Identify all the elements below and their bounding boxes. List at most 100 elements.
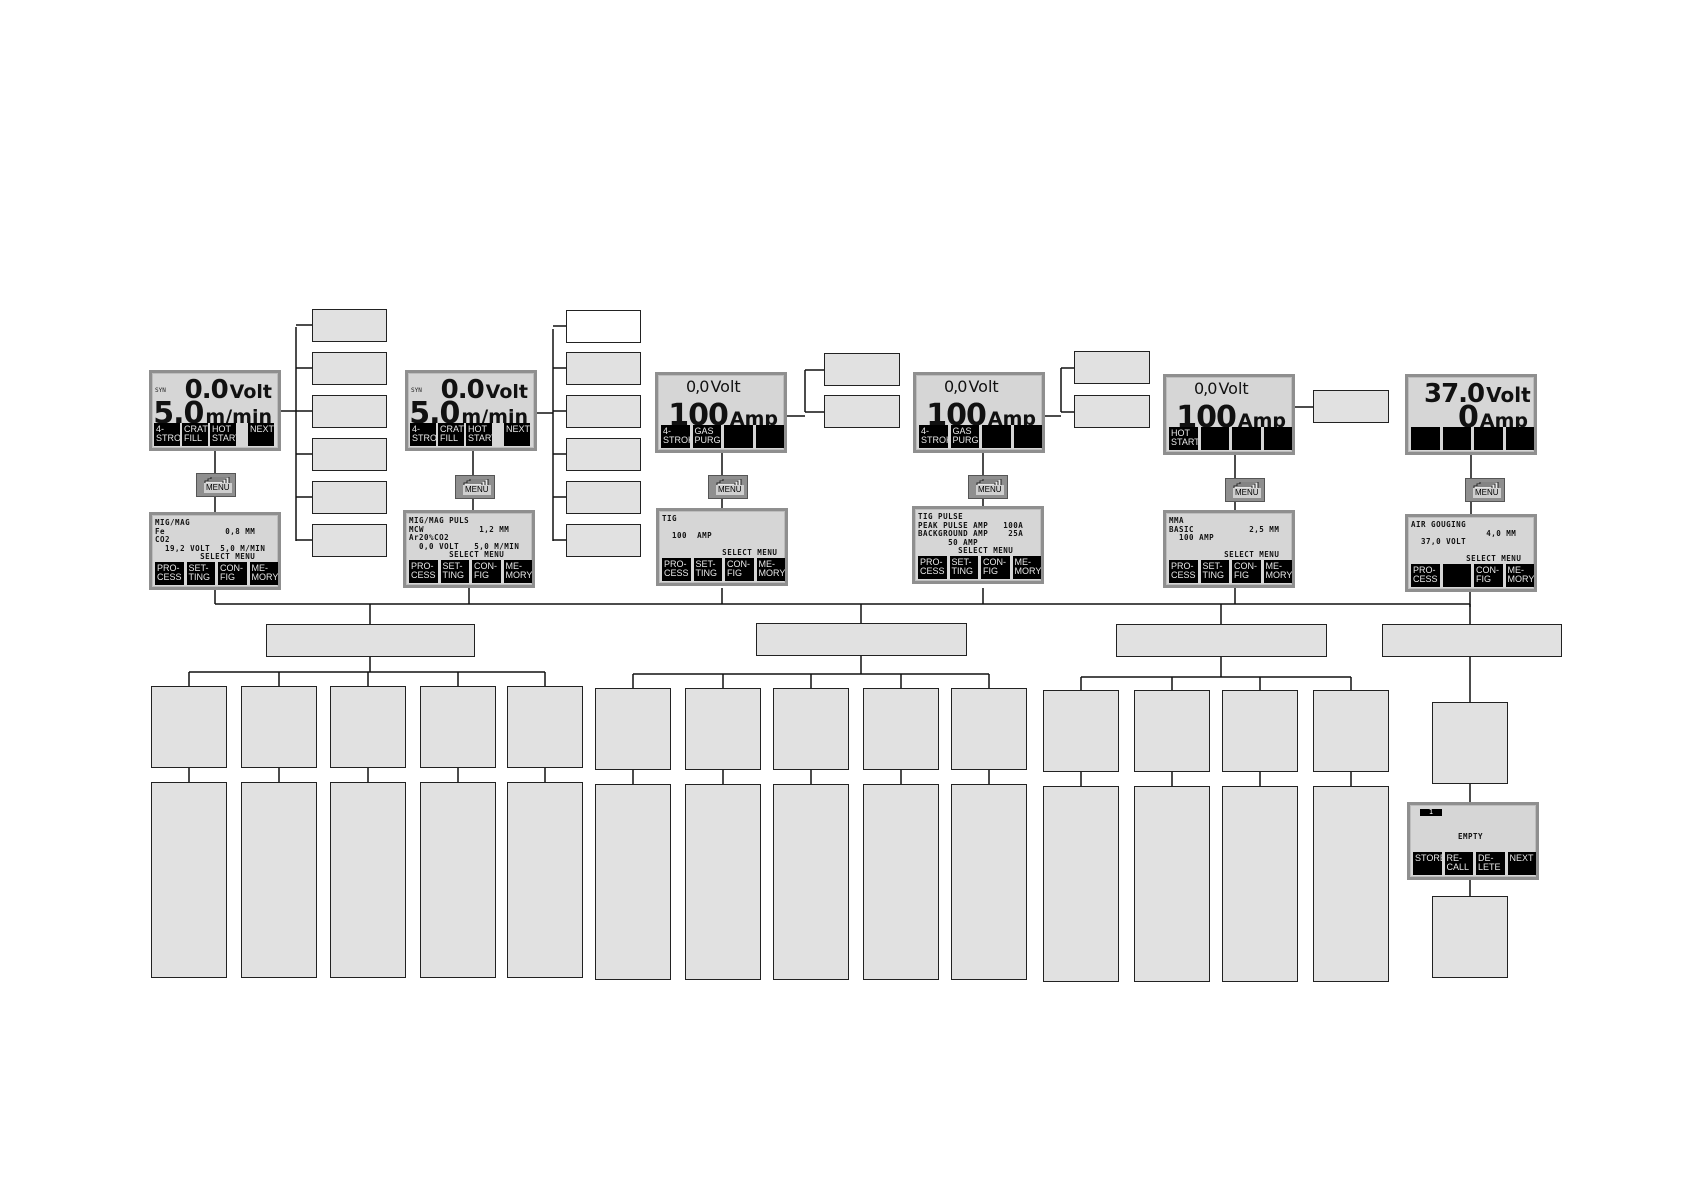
softkey-2[interactable] (1442, 427, 1471, 450)
softkey-2[interactable] (1442, 564, 1471, 587)
softkey-2[interactable] (1200, 427, 1229, 450)
softkey-5[interactable]: NEXT (504, 423, 530, 446)
softkey-1[interactable]: 4- STROK (154, 423, 180, 446)
softkey-1[interactable]: PRO- CESS (918, 556, 947, 579)
softkey-1[interactable]: PRO- CESS (1169, 560, 1198, 583)
softkey-1[interactable]: HOT START (1169, 427, 1198, 450)
softkey-3[interactable]: CON- FIG (1474, 564, 1503, 587)
menu-screen-text: TIG 100 AMP SELECT MENU (662, 514, 778, 557)
submenu-box (312, 309, 387, 342)
softkey-2[interactable]: SET- TING (186, 562, 215, 585)
softkey-1[interactable]: 4- STROK (661, 425, 690, 448)
submenu-box (1313, 390, 1389, 423)
softkey-1[interactable] (1411, 427, 1440, 450)
softkey-4[interactable]: ME- MORY (1012, 556, 1041, 579)
softkey-1[interactable]: STORE (1413, 852, 1442, 875)
softkey-1[interactable]: PRO- CESS (155, 562, 184, 585)
softkey-2[interactable]: CRAT FILL (438, 423, 464, 446)
softkey-2[interactable]: RE- CALL (1444, 852, 1473, 875)
submenu-box (312, 395, 387, 428)
menu-screen-6[interactable]: AIR GOUGING 4,0 MM 37,0 VOLT SELECT MENU… (1405, 514, 1537, 592)
menu-button[interactable]: MENU (1465, 478, 1505, 502)
softkey-4[interactable]: ME- MORY (1263, 560, 1292, 583)
softkey-4[interactable] (1013, 425, 1042, 448)
softkey-4[interactable] (1263, 427, 1292, 450)
menu-screen-2[interactable]: MIG/MAG PULS MCW 1,2 MM Ar20%CO2 0,0 VOL… (403, 510, 535, 588)
submenu-box (1074, 351, 1150, 384)
softkey-3[interactable]: CON- FIG (725, 558, 754, 581)
display-value-1: 0,0 (1194, 379, 1217, 398)
softkey-2[interactable]: SET- TING (949, 556, 978, 579)
softkey-2[interactable]: CRAT FILL (182, 423, 208, 446)
softkey-4[interactable]: NEXT (1507, 852, 1536, 875)
setting-box (1313, 690, 1389, 772)
softkey-2[interactable]: SET- TING (1200, 560, 1229, 583)
menu-screen-1[interactable]: MIG/MAG Fe 0,8 MM CO2 19,2 VOLT 5,0 M/MI… (149, 512, 281, 590)
softkey-3[interactable]: CON- FIG (981, 556, 1010, 579)
softkey-3[interactable] (724, 425, 753, 448)
menu-button[interactable]: MENU (968, 475, 1008, 499)
softkey-4[interactable]: ME- MORY (1505, 564, 1534, 587)
softkey-1[interactable]: PRO- CESS (409, 560, 438, 583)
softkey-4[interactable]: ME- MORY (756, 558, 785, 581)
softkey-2[interactable]: GAS PURGE (950, 425, 979, 448)
submenu-box (566, 395, 641, 428)
softkey-3[interactable]: CON- FIG (472, 560, 501, 583)
softkey-3[interactable]: CON- FIG (218, 562, 247, 585)
menu-button[interactable]: MENU (455, 475, 495, 499)
setting-box (773, 688, 849, 770)
display-unit-2: m/min (461, 406, 528, 428)
softkey-3[interactable] (982, 425, 1011, 448)
softkey-4[interactable]: ME- MORY (503, 560, 532, 583)
setting-detail-box (863, 784, 939, 980)
softkey-1[interactable]: 4- STROK (410, 423, 436, 446)
display-unit-2: m/min (205, 406, 272, 428)
softkey-3[interactable]: HOT START (210, 423, 236, 446)
menu-label: MENU (976, 485, 1004, 495)
menu-screen-text: MIG/MAG Fe 0,8 MM CO2 19,2 VOLT 5,0 M/MI… (155, 518, 266, 561)
setting-box (241, 686, 317, 768)
softkey-4[interactable]: ME- MORY (249, 562, 278, 585)
softkey-2[interactable]: SET- TING (693, 558, 722, 581)
softkey-3[interactable] (1474, 427, 1503, 450)
softkey-2[interactable]: SET- TING (440, 560, 469, 583)
setting-detail-box (1313, 786, 1389, 982)
display-value-1: 0,0 (686, 377, 709, 396)
display-unit-2: Amp (729, 408, 778, 430)
menu-label: MENU (204, 483, 232, 493)
softkey-3[interactable] (1232, 427, 1261, 450)
setting-detail-box (1134, 786, 1210, 982)
menu-label: MENU (463, 485, 491, 495)
menu-button[interactable]: MENU (1225, 478, 1265, 502)
softkey-1[interactable]: PRO- CESS (662, 558, 691, 581)
softkey-1[interactable]: 4- STROK (919, 425, 948, 448)
softkey-3[interactable]: CON- FIG (1232, 560, 1261, 583)
softkey-4[interactable] (755, 425, 784, 448)
softkey-3[interactable]: HOT START (466, 423, 492, 446)
softkey-2[interactable]: GAS PURGE (692, 425, 721, 448)
syn-label: SYN (411, 387, 422, 394)
softkey-3[interactable]: DE- LETE (1476, 852, 1505, 875)
menu-button[interactable]: MENU (708, 475, 748, 499)
softkey-4[interactable] (1505, 427, 1534, 450)
softkey-5[interactable]: NEXT (248, 423, 274, 446)
menu-button[interactable]: MENU (196, 473, 236, 497)
setting-box (330, 686, 406, 768)
display-value-1: 0.0 (440, 375, 485, 405)
softkey-1[interactable]: PRO- CESS (1411, 564, 1440, 587)
syn-label: SYN (155, 387, 166, 394)
menu-screen-4[interactable]: TIG PULSE PEAK PULSE AMP 100A BACKGROUND… (912, 506, 1044, 584)
